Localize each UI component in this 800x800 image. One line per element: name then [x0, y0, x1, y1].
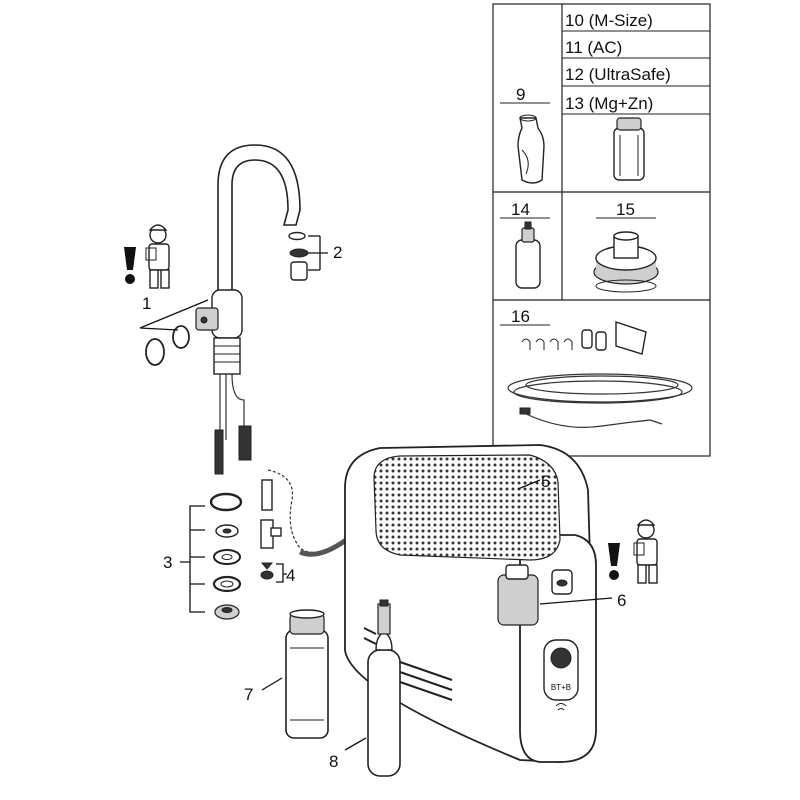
table-label-11: 11 (AC): [565, 38, 622, 57]
exclamation-warning-icon: [124, 247, 136, 284]
part-8-co2-cylinder: [344, 599, 401, 777]
callout-8: 8: [329, 752, 338, 771]
part-14-co2-bottle: [515, 221, 541, 289]
table-label-13: 13 (Mg+Zn): [565, 94, 653, 113]
table-label-10: 10 (M-Size): [565, 11, 653, 30]
part-16-tubing-kit: [507, 321, 693, 428]
table-label-14: 14: [511, 200, 530, 219]
exclamation-warning-icon-right: [608, 543, 620, 580]
part-1-o-rings: [139, 299, 209, 366]
part-3-seal-stack: [180, 492, 243, 620]
part-6-filter-adapter: [497, 564, 613, 626]
part-9-bottle: [517, 114, 545, 184]
callout-2: 2: [333, 243, 342, 262]
table-label-12: 12 (UltraSafe): [565, 65, 671, 84]
part-2-aerator: [288, 231, 328, 281]
table-label-15: 15: [616, 200, 635, 219]
vent-grille: [363, 627, 453, 701]
part-4-connector: [260, 469, 348, 583]
callout-5: 5: [541, 472, 550, 491]
part-7-filter-cartridge: [261, 609, 329, 739]
part-15-valve-cap: [593, 231, 659, 293]
parts-table: 10 (M-Size) 11 (AC) 12 (UltraSafe) 13 (M…: [492, 3, 711, 457]
panel-badge-text: BT+B: [551, 683, 571, 692]
faucet: [195, 144, 301, 475]
callout-3: 3: [163, 553, 172, 572]
part-5-chiller-unit: BT+B: [344, 444, 597, 763]
callout-4: 4: [286, 566, 295, 585]
table-label-16: 16: [511, 307, 530, 326]
installer-figure-icon-right: [633, 519, 658, 584]
callout-7: 7: [244, 685, 253, 704]
installer-figure-icon: [145, 224, 170, 289]
callout-1: 1: [142, 294, 151, 313]
table-label-9: 9: [516, 85, 525, 104]
part-10-13-filter-cartridge: [613, 117, 645, 181]
callout-6: 6: [617, 591, 626, 610]
